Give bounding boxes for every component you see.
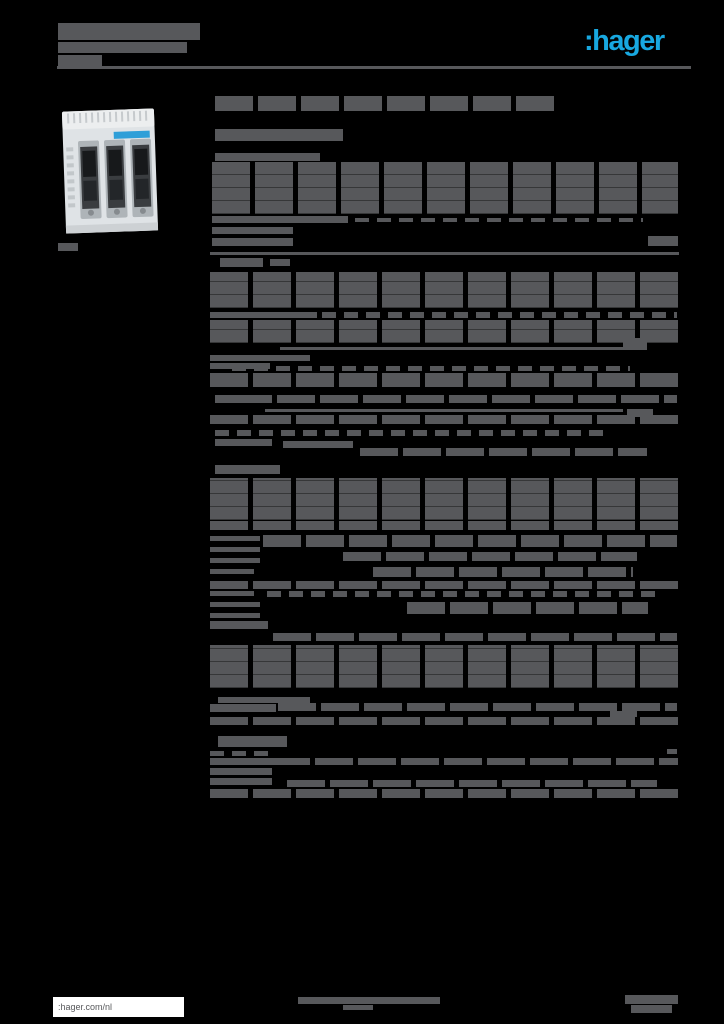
redacted-text-bar <box>232 366 630 371</box>
redacted-text-bar <box>210 478 679 520</box>
redacted-text-bar <box>648 236 678 246</box>
redacted-text-bar <box>215 395 272 403</box>
redacted-text-bar <box>277 395 677 403</box>
redacted-text-bar <box>212 216 348 223</box>
redacted-text-bar <box>58 42 187 53</box>
redacted-text-bar <box>58 55 102 66</box>
redacted-text-bar <box>287 780 657 787</box>
redacted-text-bar <box>210 768 272 775</box>
redacted-text-bar <box>215 96 558 111</box>
hager-logo: :hager <box>584 25 665 57</box>
redacted-text-bar <box>272 758 678 765</box>
redacted-text-bar <box>58 243 78 251</box>
redacted-text-bar <box>215 129 343 141</box>
redacted-text-bar <box>273 633 677 641</box>
redacted-text-bar <box>278 703 677 711</box>
redacted-text-bar <box>355 218 643 222</box>
redacted-text-bar <box>210 717 679 725</box>
redacted-text-bar <box>212 238 293 246</box>
redacted-text-bar <box>610 711 637 717</box>
redacted-text-bar <box>218 736 287 747</box>
horizontal-rule <box>210 252 679 255</box>
redacted-text-bar <box>322 312 677 318</box>
redacted-text-bar <box>210 758 272 765</box>
fuse-switch-illustration <box>61 108 159 234</box>
redacted-text-bar <box>210 415 679 424</box>
redacted-text-bar <box>210 613 260 618</box>
horizontal-rule <box>265 409 623 412</box>
horizontal-rule <box>280 347 647 350</box>
redacted-text-bar <box>210 789 679 798</box>
redacted-text-bar <box>270 259 290 266</box>
redacted-text-bar <box>360 448 647 456</box>
redacted-text-bar <box>215 439 272 446</box>
redacted-text-bar <box>210 751 270 756</box>
redacted-text-bar <box>210 645 679 688</box>
redacted-text-bar <box>407 602 648 614</box>
redacted-text-bar <box>215 430 610 436</box>
redacted-text-bar <box>373 567 633 577</box>
redacted-text-bar <box>625 995 678 1004</box>
redacted-text-bar <box>210 536 260 541</box>
redacted-text-bar <box>215 153 320 161</box>
redacted-text-bar <box>210 778 272 785</box>
redacted-text-bar <box>210 558 260 563</box>
redacted-text-bar <box>210 569 254 574</box>
redacted-text-bar <box>267 591 660 597</box>
redacted-text-bar <box>627 409 653 417</box>
redacted-text-bar <box>210 704 276 712</box>
product-image <box>56 96 164 242</box>
redacted-text-bar <box>210 591 254 596</box>
redacted-text-bar <box>343 552 637 561</box>
redacted-text-bar <box>623 338 647 349</box>
redacted-text-bar <box>283 441 353 448</box>
redacted-text-bar <box>631 1005 672 1013</box>
redacted-text-bar <box>210 547 260 552</box>
horizontal-rule <box>57 66 691 69</box>
footer-website-link[interactable]: :hager.com/nl <box>53 997 184 1017</box>
redacted-text-bar <box>218 697 310 703</box>
redacted-text-bar <box>210 320 679 343</box>
redacted-text-bar <box>212 227 293 234</box>
redacted-text-bar <box>210 272 679 308</box>
redacted-text-bar <box>263 535 677 547</box>
redacted-text-bar <box>210 355 310 361</box>
redacted-text-bar <box>210 521 679 530</box>
redacted-text-bar <box>210 621 268 629</box>
redacted-text-bar <box>215 465 280 474</box>
redacted-text-bar <box>220 258 263 267</box>
redacted-text-bar <box>210 312 317 318</box>
redacted-text-bar <box>667 749 677 754</box>
redacted-text-bar <box>210 373 679 387</box>
redacted-text-bar <box>210 581 679 589</box>
redacted-text-bar <box>343 1005 373 1010</box>
redacted-text-bar <box>58 23 200 40</box>
redacted-text-bar <box>210 602 260 607</box>
redacted-text-bar <box>212 162 678 214</box>
redacted-text-bar <box>298 997 440 1004</box>
